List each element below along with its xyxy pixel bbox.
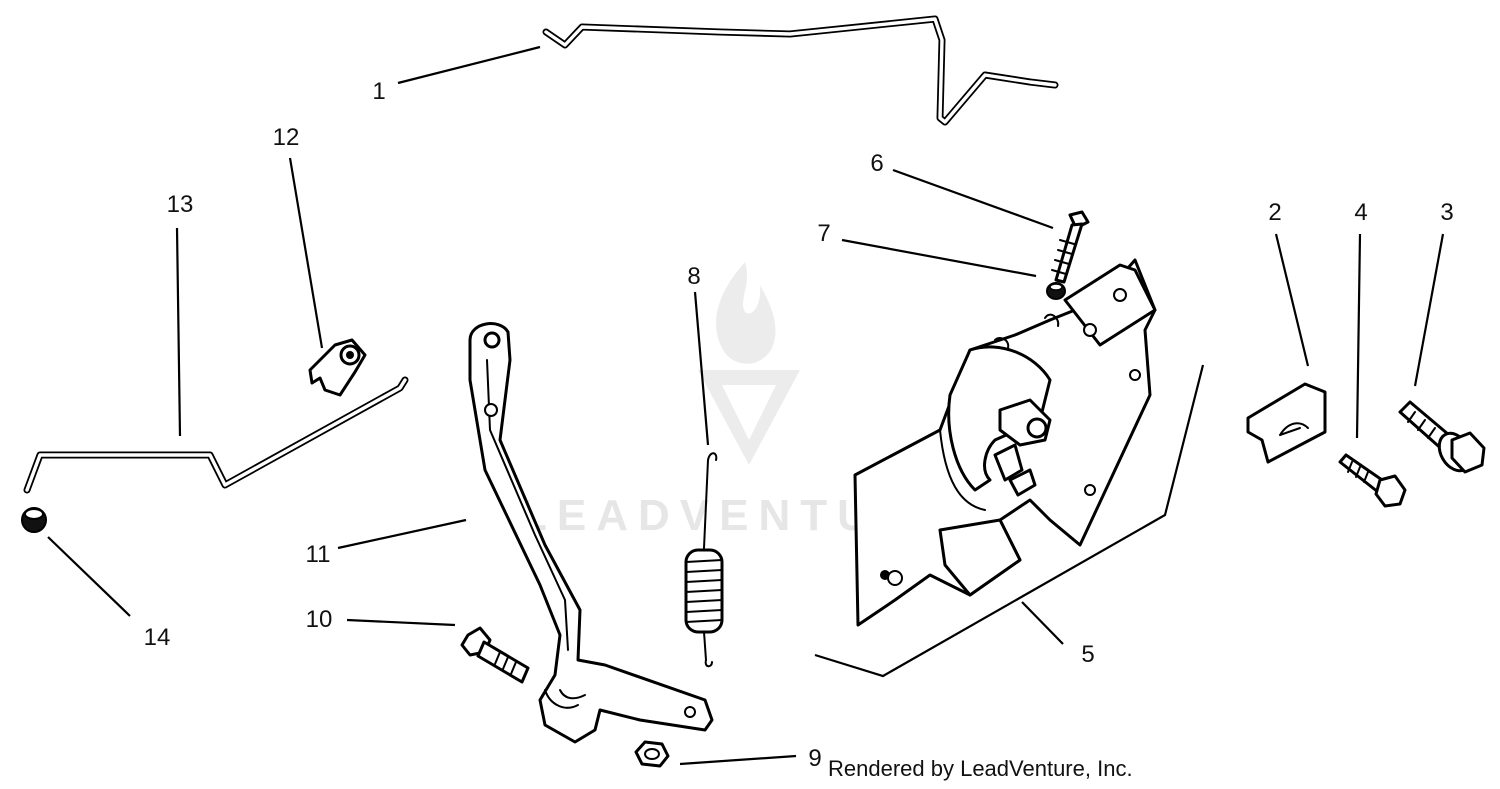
callout-labels: 1 2 3 4 5 6 7 8 9 10 11 12 13 14 [144, 78, 1454, 772]
part-8-spring [684, 452, 724, 668]
callout-9: 9 [808, 745, 821, 772]
callout-12: 12 [273, 124, 300, 151]
part-7-spacer [1046, 282, 1066, 300]
callout-8: 8 [687, 263, 700, 290]
part-14-grommet [21, 507, 47, 533]
part-6-screw [1051, 210, 1090, 284]
leader-1 [397, 45, 541, 85]
leader-2 [1274, 233, 1310, 367]
render-credit: Rendered by LeadVenture, Inc. [828, 756, 1133, 781]
flame-v-logo-icon [698, 262, 800, 465]
leader-6 [892, 168, 1054, 230]
part-13-rod [23, 376, 409, 494]
callout-4: 4 [1354, 199, 1367, 226]
leader-12 [288, 157, 324, 349]
callout-1: 1 [372, 78, 385, 105]
callout-6: 6 [870, 150, 883, 177]
part-12-clip [308, 338, 367, 397]
part-3-bolt [1398, 400, 1486, 474]
leader-7 [841, 238, 1037, 278]
leader-9 [679, 754, 797, 766]
callout-13: 13 [167, 191, 194, 218]
callout-5: 5 [1081, 641, 1094, 668]
callout-10: 10 [306, 606, 333, 633]
leader-11 [337, 518, 467, 550]
part-5-bracket-assembly [814, 258, 1205, 678]
part-4-bolt [1338, 453, 1407, 508]
leader-13 [175, 227, 182, 437]
callout-2: 2 [1268, 199, 1281, 226]
leader-10 [346, 618, 456, 627]
callout-14: 14 [144, 624, 171, 651]
leader-5 [1021, 601, 1064, 645]
leader-4 [1355, 233, 1362, 439]
leader-14 [47, 536, 131, 617]
leader-8 [693, 291, 710, 446]
callout-3: 3 [1440, 199, 1453, 226]
part-9-nut [634, 740, 670, 768]
part-11-lever [468, 322, 714, 744]
part-2-clip-bracket [1246, 382, 1327, 464]
callout-7: 7 [817, 220, 830, 247]
part-10-bolt [460, 626, 530, 684]
leader-lines [47, 45, 1445, 766]
part-1-rod [542, 15, 1059, 126]
callout-11: 11 [306, 541, 331, 568]
leader-3 [1413, 233, 1445, 387]
